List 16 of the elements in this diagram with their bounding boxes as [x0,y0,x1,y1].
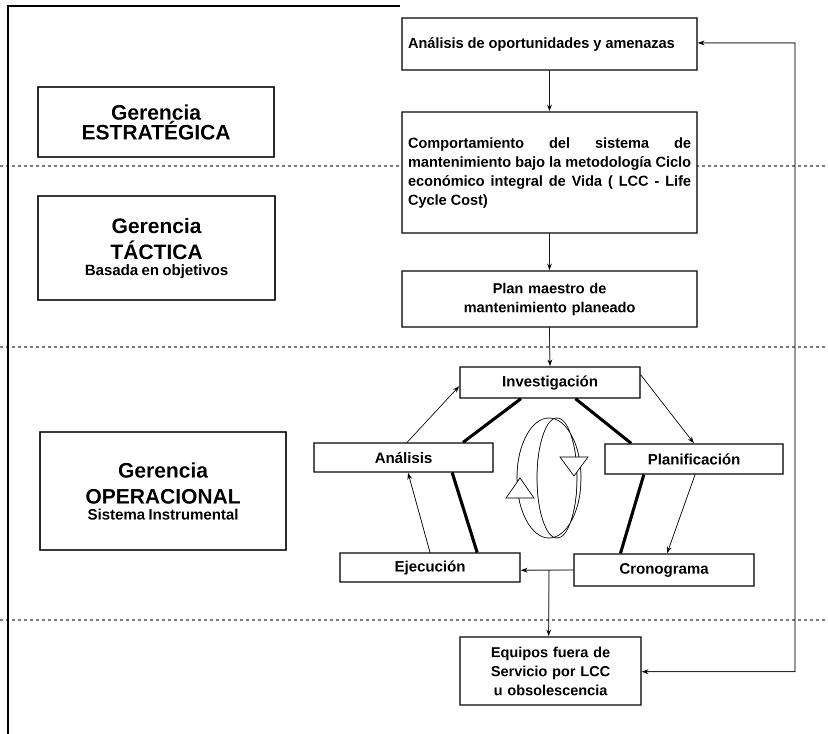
connector-line [462,397,522,444]
process-box: Investigación [459,366,641,399]
process-box: Gerencia OPERACIONAL Sistema Instrumental [39,431,287,551]
process-box: Gerencia ESTRATÉGICA [37,86,275,158]
process-box: Planificación [604,443,784,475]
connector-line [574,397,632,445]
process-box: Análisis de oportunidades y amenazas [401,17,698,71]
process-box: Análisis [313,442,494,473]
process-box: Equipos fuera de Servicio por LCC u obsolescencia [459,636,642,706]
connector-line [618,474,646,554]
process-box: Gerencia TÁCTICA Basada en objetivos [37,195,276,301]
process-box: Plan maestro de mantenimiento planeado [401,270,698,328]
process-box: Ejecución [339,552,521,583]
process-box: Cronograma [573,553,755,587]
process-box: Comportamiento del sistema de mantenimiento bajo la metodología Ciclo económico integral de Vida ( LCC - Life Cycle Cost) [401,111,698,234]
connector-line [450,472,479,553]
